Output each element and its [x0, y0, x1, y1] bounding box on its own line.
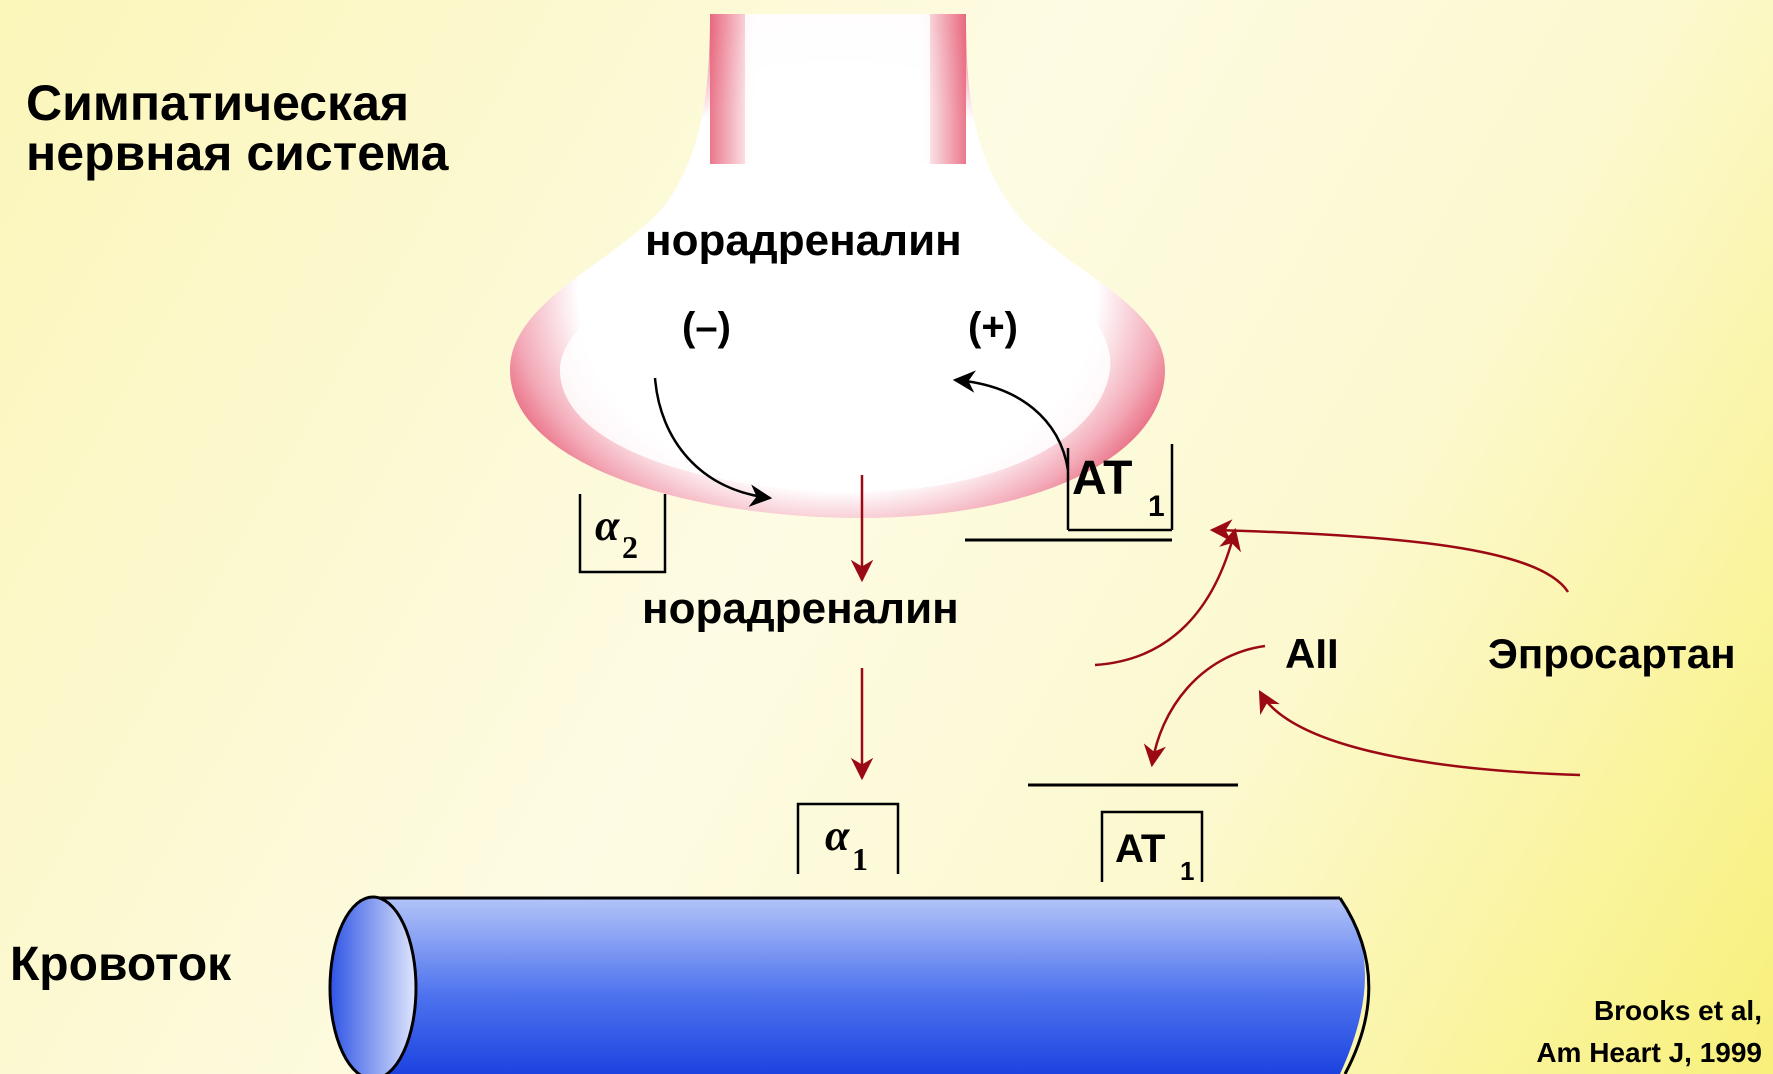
- at1-top-subscript: 1: [1148, 490, 1165, 523]
- at1-top-label: AT: [1072, 452, 1132, 505]
- nerve-terminal: [510, 14, 1165, 518]
- title-line-2: нервная система: [26, 125, 450, 181]
- alpha2-subscript: 2: [622, 529, 638, 565]
- blood-vessel: [330, 897, 1369, 1074]
- at1-bottom-label: AT: [1115, 827, 1165, 871]
- alpha1-receptor: α 1: [798, 804, 898, 877]
- aii-to-vascular-at1-arrow: [1152, 646, 1265, 765]
- title-line-1: Симпатическая: [26, 75, 409, 131]
- citation-line-2: Am Heart J, 1999: [1536, 1037, 1762, 1068]
- at1-bottom-subscript: 1: [1180, 856, 1194, 886]
- minus-label: (–): [682, 305, 731, 349]
- alpha1-subscript: 1: [852, 841, 868, 877]
- alpha1-symbol: α: [825, 811, 850, 860]
- at1-vascular-receptor: AT 1: [1028, 785, 1238, 886]
- aii-to-presynaptic-at1-arrow: [1095, 530, 1235, 665]
- noradrenaline-released-label: норадреналин: [642, 584, 959, 633]
- eprosartan-label: Эпросартан: [1488, 630, 1736, 677]
- plus-label: (+): [968, 305, 1018, 349]
- noradrenaline-top-label: норадреналин: [645, 216, 962, 265]
- angiotensin-ii-label: AII: [1285, 630, 1339, 677]
- blood-flow-label: Кровоток: [10, 938, 232, 991]
- citation-line-1: Brooks et al,: [1594, 995, 1762, 1026]
- eprosartan-block-vascular-arrow: [1260, 692, 1580, 775]
- alpha2-symbol: α: [595, 501, 620, 550]
- vessel-opening: [330, 897, 416, 1074]
- alpha2-receptor: α 2: [580, 494, 665, 572]
- eprosartan-block-presynaptic-arrow: [1212, 530, 1568, 592]
